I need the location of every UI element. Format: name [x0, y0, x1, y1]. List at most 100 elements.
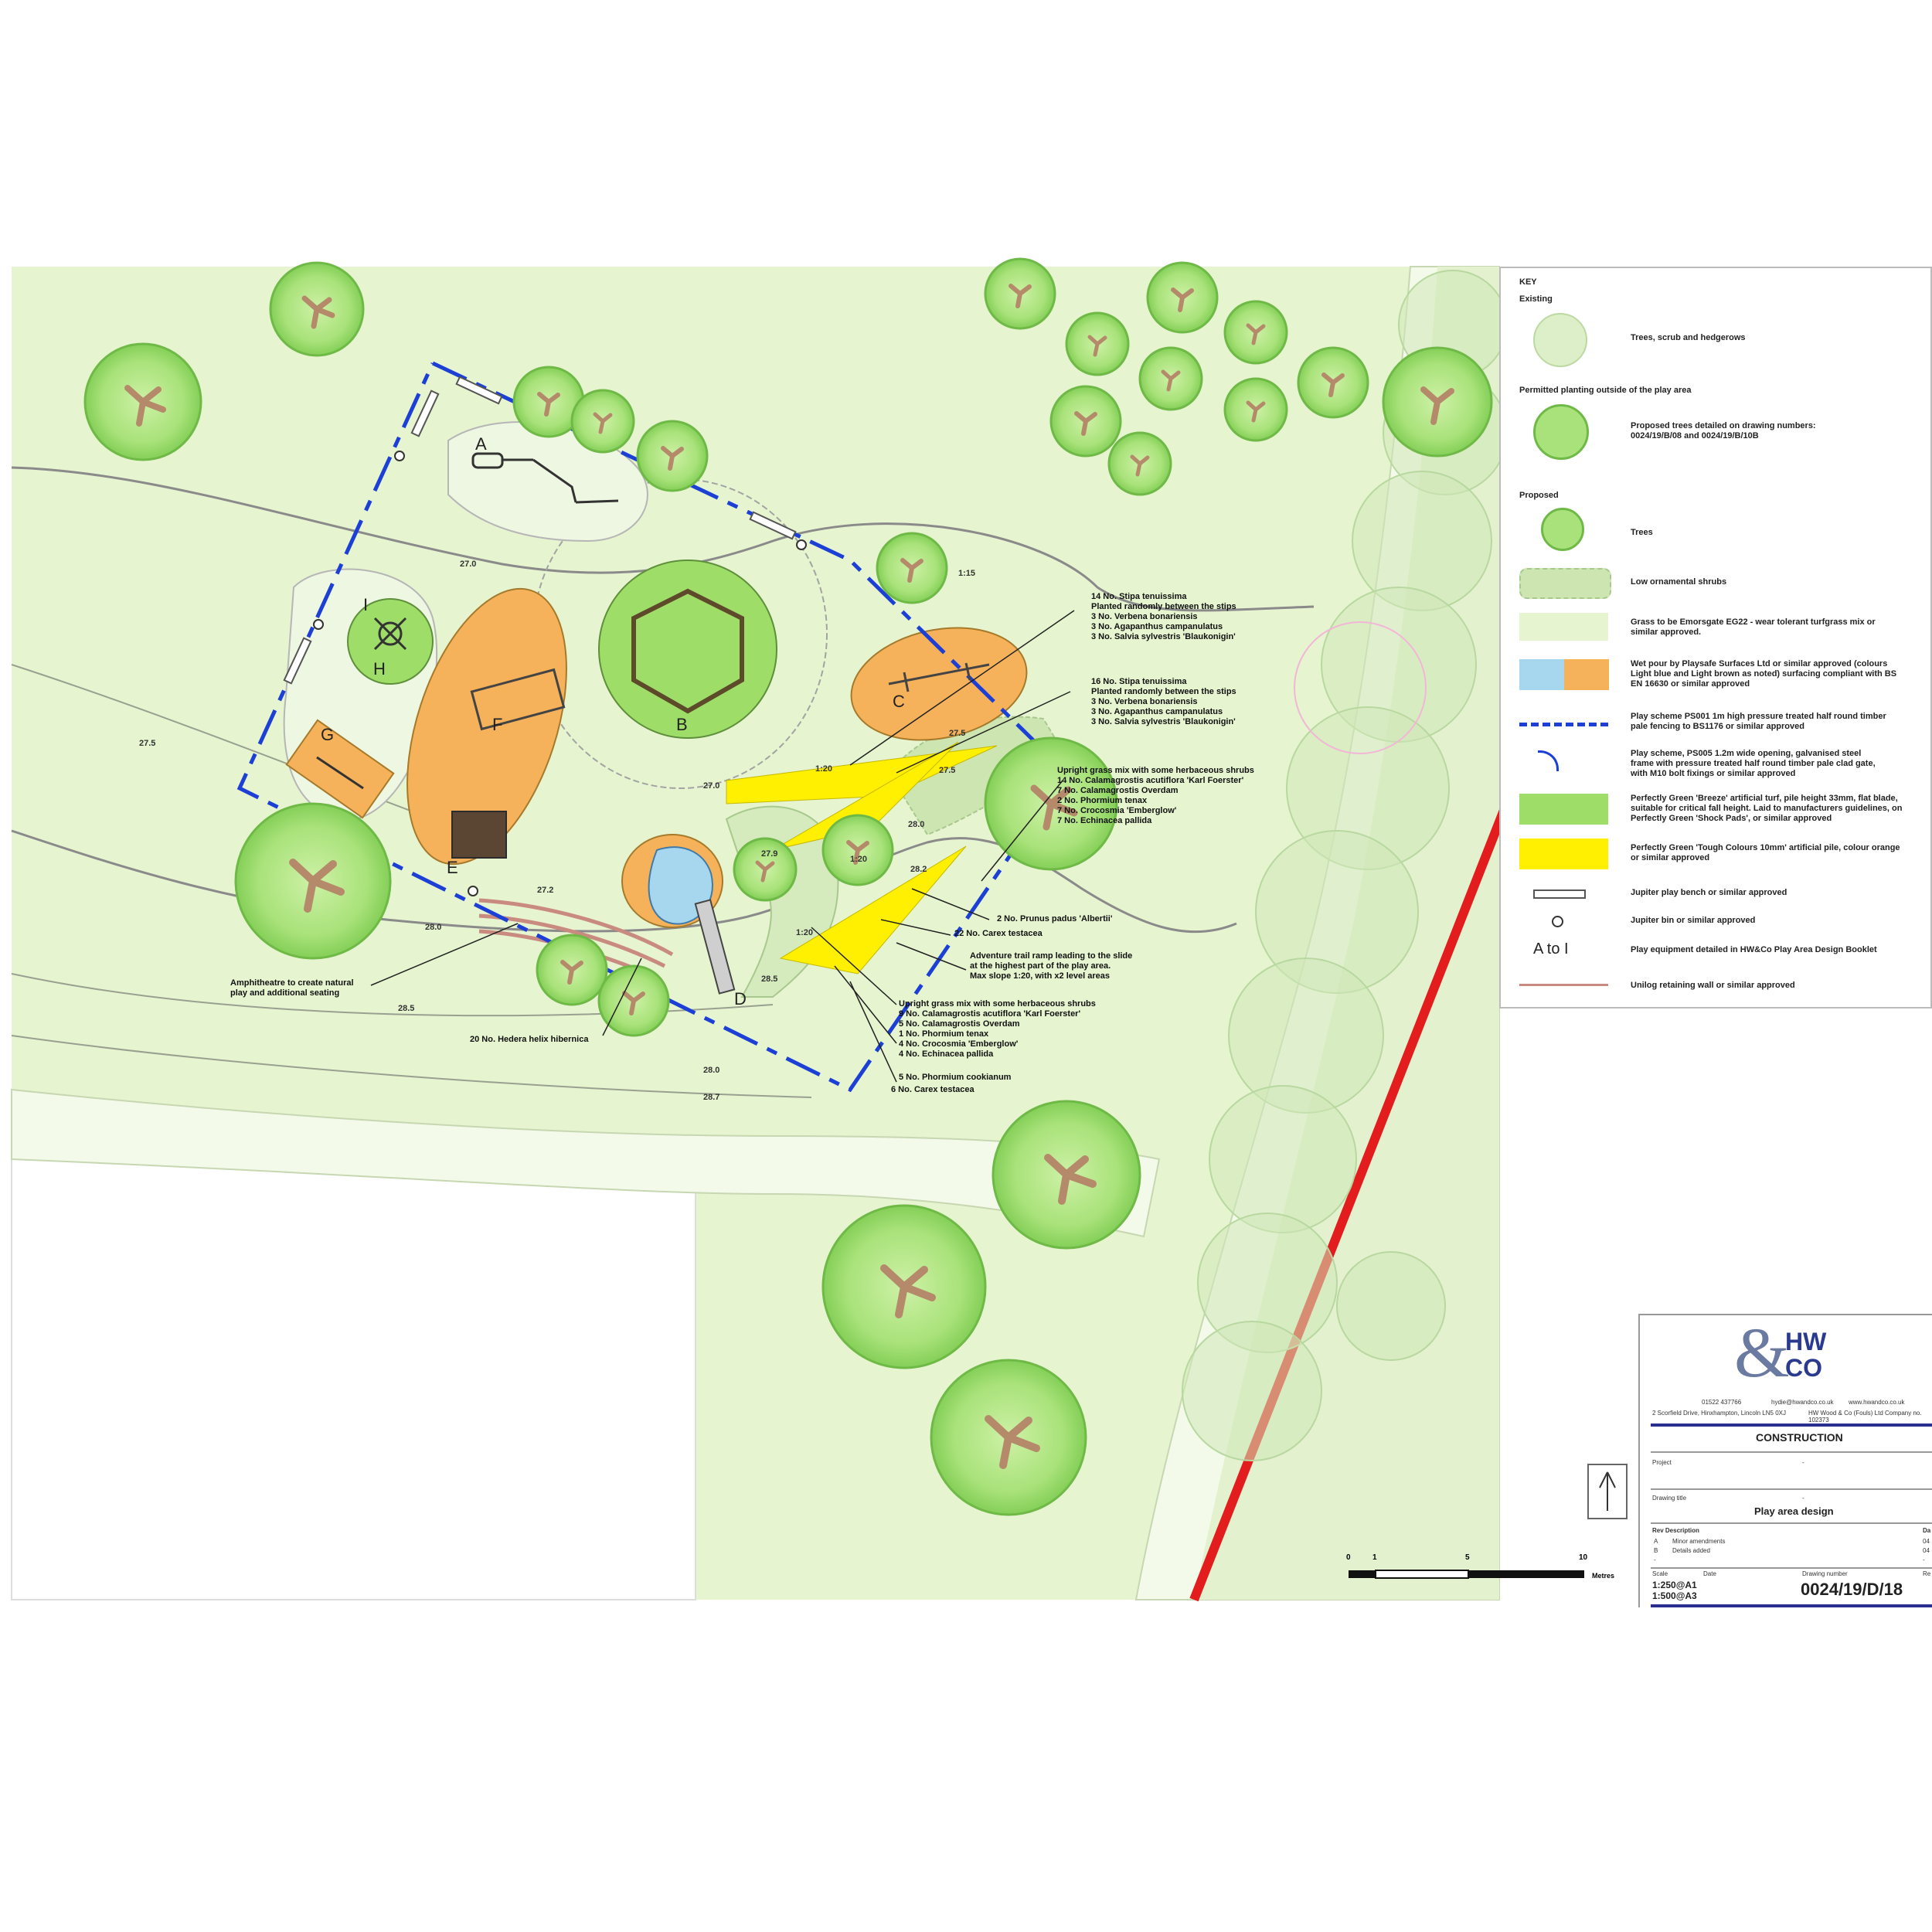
annotation-phormium: 5 No. Phormium cookianum: [899, 1073, 1012, 1082]
contour-27-0: [11, 466, 1315, 612]
tree: [83, 342, 202, 461]
drawing-title-label: Drawing title: [1652, 1495, 1687, 1502]
label-d: D: [734, 989, 747, 1009]
tree: [570, 389, 635, 454]
legend-text: Jupiter play bench or similar approved: [1631, 888, 1787, 897]
logo-co: CO: [1785, 1354, 1822, 1382]
red-path: [1189, 770, 1523, 1602]
wetpour-f: [406, 587, 567, 866]
rule: [1651, 1423, 1932, 1427]
gate-swatch: [1538, 750, 1559, 771]
legend-text: Proposed trees detailed on drawing numbe…: [1631, 421, 1816, 440]
tree: [984, 736, 1118, 871]
revision-dash: -: [1654, 1556, 1656, 1563]
tree: [1107, 431, 1172, 496]
legend-text: Play equipment detailed in HW&Co Play Ar…: [1631, 945, 1877, 954]
yellow-ramp-2: [772, 741, 959, 851]
legend-text: Play scheme PS001 1m high pressure treat…: [1631, 712, 1886, 731]
tree: [269, 261, 365, 357]
bin-4: [468, 886, 478, 896]
bin-1: [394, 451, 405, 461]
scale-tick: 1: [1372, 1553, 1377, 1562]
bin-2: [796, 539, 807, 550]
revision-a-desc: Minor amendments: [1672, 1538, 1726, 1545]
tree: [930, 1359, 1087, 1516]
level-label: 27.0: [703, 781, 719, 791]
legend-text: Perfectly Green 'Breeze' artificial turf…: [1631, 794, 1903, 823]
equipment-d-slide: [694, 899, 736, 995]
tree: [234, 802, 392, 960]
level-label: 28.5: [398, 1004, 414, 1013]
tree: [1138, 346, 1203, 411]
level-label: 27.0: [460, 560, 476, 569]
annotation-trail: Adventure trail ramp leading to the slid…: [970, 951, 1134, 981]
equipment-e-tower: [451, 811, 507, 859]
drawing-number-label: Drawing number: [1802, 1570, 1848, 1577]
legend-existing-heading: Existing: [1519, 294, 1553, 304]
label-h: H: [373, 659, 386, 679]
contour-28-7: [11, 1035, 812, 1098]
rule: [1651, 1604, 1932, 1607]
retaining-wall-swatch: [1519, 984, 1608, 986]
wetpour-swatch-blue: [1519, 659, 1564, 690]
level-label: 28.0: [425, 923, 441, 932]
scale-label: Scale: [1652, 1570, 1668, 1577]
company-registration: HW Wood & Co (Fouls) Ltd Company no. 102…: [1808, 1410, 1922, 1423]
scale-a1: 1:250@A1: [1652, 1580, 1697, 1590]
contact-email: hydie@hwandco.co.uk: [1771, 1399, 1834, 1406]
annotation-planting-3: Upright grass mix with some herbaceous s…: [1057, 766, 1257, 825]
bench-4: [283, 637, 312, 685]
company-address: 2 Scorfield Drive, Hinxhampton, Lincoln …: [1652, 1410, 1786, 1417]
annotation-carex-2: 6 No. Carex testacea: [891, 1085, 975, 1094]
rule: [1651, 1451, 1932, 1453]
planting-annotations: 14 No. Stipa tenuissima Planted randomly…: [230, 592, 1257, 1094]
level-label: 1:20: [796, 928, 813, 937]
legend-permitted-heading: Permitted planting outside of the play a…: [1519, 386, 1692, 395]
tree: [984, 257, 1056, 330]
contact-website: www.hwandco.co.uk: [1849, 1399, 1905, 1406]
scale-unit: Metres: [1592, 1572, 1614, 1580]
tree: [1049, 385, 1122, 457]
bin-3: [313, 619, 324, 630]
label-e: E: [447, 858, 458, 877]
annotation-prunus: 2 No. Prunus padus 'Albertii': [997, 914, 1113, 923]
status-label: CONSTRUCTION: [1756, 1431, 1843, 1444]
label-f: F: [492, 715, 502, 734]
equipment-b-hexagon: [631, 588, 744, 714]
legend-text: Perfectly Green 'Tough Colours 10mm' art…: [1631, 843, 1900, 862]
revision-number-label: Re: [1923, 1570, 1931, 1577]
revision-b-desc: Details added: [1672, 1547, 1710, 1554]
level-label: 27.5: [139, 739, 155, 748]
level-label: 1:20: [850, 855, 867, 864]
annotation-hedera: 20 No. Hedera helix hibernica: [470, 1035, 589, 1044]
rule: [1651, 1522, 1932, 1524]
proposed-tree-swatch: [1533, 404, 1589, 460]
legend-text: Trees: [1631, 528, 1653, 537]
turf-yellow-swatch: [1519, 838, 1608, 869]
equipment-a-symbol: [471, 452, 619, 504]
legend-text: Jupiter bin or similar approved: [1631, 916, 1756, 925]
tree: [1065, 311, 1130, 376]
annotation-planting-4: Upright grass mix with some herbaceous s…: [899, 999, 1098, 1059]
revision-a-date: 04: [1923, 1538, 1930, 1545]
wetpour-g: [285, 719, 395, 819]
tree: [821, 1204, 987, 1369]
level-label: 1:20: [815, 764, 832, 774]
label-a: A: [475, 434, 487, 454]
revision-dash-date: -: [1923, 1556, 1925, 1563]
retaining-wall-1: [478, 898, 674, 957]
bin-swatch: [1552, 916, 1563, 927]
proposed-trees: [83, 257, 1493, 1516]
level-label: 27.5: [949, 729, 965, 738]
tree: [1297, 346, 1369, 419]
equipment-h-symbol: [373, 617, 407, 651]
north-arrow: [1587, 1464, 1628, 1519]
equipment-f-bench: [470, 668, 566, 731]
turf-h: [347, 598, 434, 685]
label-b: B: [676, 715, 688, 734]
revision-date-header: Da: [1923, 1527, 1931, 1534]
equipment-c-symbol: [888, 662, 990, 692]
equipment-g-symbol: [316, 756, 364, 790]
legend-proposed-heading: Proposed: [1519, 491, 1559, 500]
